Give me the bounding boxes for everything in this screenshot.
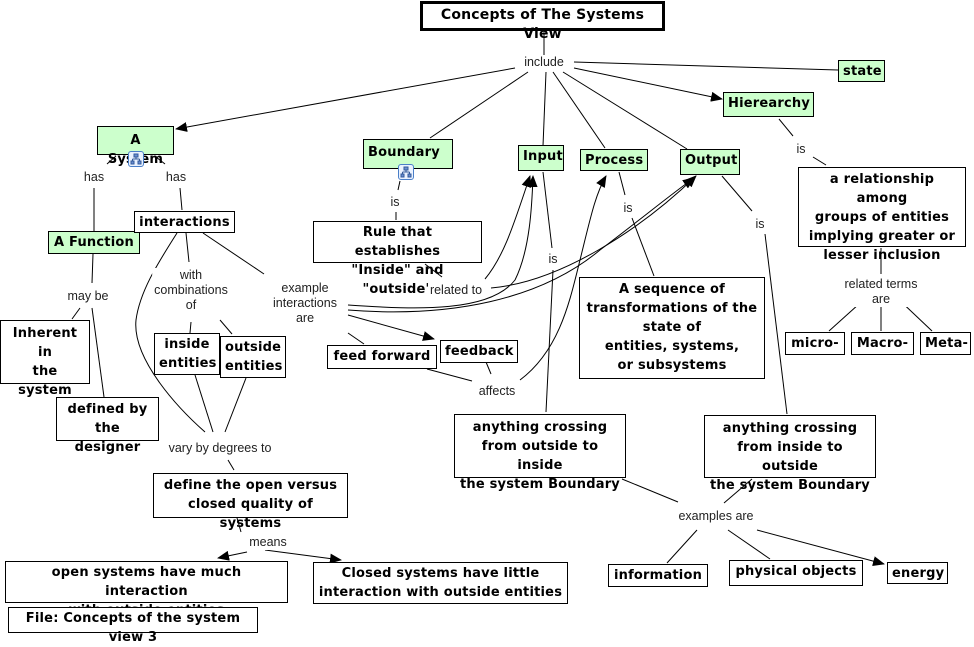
link-example-output	[347, 177, 695, 313]
link-interactions-vary	[135, 232, 206, 433]
phrase-vary-by-degrees[interactable]: vary by degrees to	[166, 441, 274, 456]
link-crossingin-examples	[621, 478, 679, 503]
concept-physical-objects[interactable]: physical objects	[729, 560, 863, 586]
link-include-boundary	[429, 71, 529, 139]
link-examples-physical	[727, 529, 771, 560]
link-is-relationship	[812, 156, 827, 166]
submap-hierarchy-icon[interactable]	[128, 151, 144, 167]
concept-micro[interactable]: micro-	[785, 332, 845, 355]
concept-crossing-in[interactable]: anything crossing from outside to inside…	[454, 414, 626, 492]
concept-rule[interactable]: Rule that establishes "Inside" and "outs…	[313, 221, 482, 297]
concept-crossing-out[interactable]: anything crossing from inside to outside…	[704, 415, 876, 493]
link-define-means	[236, 517, 242, 533]
concept-interactions[interactable]: interactions	[134, 211, 235, 233]
link-related-output	[490, 175, 697, 289]
phrase-related-terms[interactable]: related terms are	[834, 277, 928, 307]
link-inside-vary	[194, 374, 214, 433]
concept-output[interactable]: Output	[680, 149, 740, 175]
link-means-open	[217, 550, 248, 561]
concept-feed-forward[interactable]: feed forward	[327, 345, 437, 369]
concept-state[interactable]: state	[838, 60, 885, 82]
phrase-boundary-is[interactable]: is	[388, 195, 402, 210]
link-asystem-has-left	[106, 155, 117, 165]
concept-meta[interactable]: Meta-	[920, 332, 971, 355]
concept-defined-by-designer[interactable]: defined by the designer	[56, 397, 159, 455]
link-has-interactions	[179, 187, 183, 211]
submap-hierarchy-icon[interactable]	[398, 164, 414, 180]
phrase-output-is[interactable]: is	[753, 217, 767, 232]
phrase-with-combinations[interactable]: with combinations of	[152, 268, 230, 313]
link-with-inside	[189, 321, 192, 334]
concept-open-systems[interactable]: open systems have much interaction with …	[5, 561, 288, 618]
phrase-may-be[interactable]: may be	[65, 289, 111, 304]
link-include-hierarchy	[573, 67, 723, 102]
concept-macro[interactable]: Macro-	[851, 332, 914, 355]
phrase-affects[interactable]: affects	[476, 384, 518, 399]
link-maybe-defined	[91, 307, 105, 398]
concept-inherent[interactable]: Inherent in the system	[0, 320, 90, 398]
link-examples-energy	[756, 529, 885, 566]
phrase-has-left[interactable]: has	[81, 170, 107, 185]
concept-input[interactable]: Input	[518, 145, 564, 171]
concept-process[interactable]: Process	[580, 149, 648, 171]
phrase-include[interactable]: include	[522, 55, 566, 70]
link-include-output	[562, 71, 688, 150]
link-is-crossingin	[545, 269, 554, 413]
link-include-input	[542, 71, 547, 147]
concept-hierarchy[interactable]: Hierearchy	[723, 92, 814, 117]
concept-closed-systems[interactable]: Closed systems have little interaction w…	[313, 562, 568, 604]
link-process-is	[618, 171, 626, 196]
concept-information[interactable]: information	[608, 564, 708, 587]
link-vary-define	[227, 459, 235, 471]
link-include-process	[552, 71, 606, 149]
link-example-feedback	[347, 314, 435, 341]
phrase-input-is[interactable]: is	[546, 252, 560, 267]
concept-process-sequence[interactable]: A sequence of transformations of the sta…	[579, 277, 765, 379]
phrase-hierarchy-is[interactable]: is	[794, 142, 808, 157]
concept-define-open-closed[interactable]: define the open versus closed quality of…	[153, 473, 348, 531]
phrase-means[interactable]: means	[247, 535, 289, 550]
concept-feedback[interactable]: feedback	[440, 340, 518, 363]
link-output-is	[721, 175, 753, 212]
concept-a-function[interactable]: A Function	[48, 231, 140, 254]
link-example-feedforward	[347, 332, 365, 345]
link-outside-vary	[224, 377, 247, 433]
link-include-asystem	[175, 67, 516, 132]
phrase-related-to[interactable]: related to	[427, 283, 485, 298]
file-label: File: Concepts of the system view 3	[8, 607, 258, 645]
link-example-input	[347, 175, 538, 309]
link-feedback-affects	[485, 361, 492, 375]
link-input-is	[542, 171, 553, 249]
link-hierarchy-is	[778, 118, 794, 137]
link-examples-information	[666, 529, 698, 564]
map-title[interactable]: Concepts of The Systems View	[420, 1, 665, 42]
link-related-input	[484, 175, 532, 280]
link-crossingout-examples	[723, 478, 753, 504]
concept-outside-entities[interactable]: outside entities	[220, 336, 286, 378]
link-means-closed	[264, 549, 342, 564]
link-affects-process	[519, 175, 607, 381]
phrase-example-interactions[interactable]: example interactions are	[271, 281, 339, 326]
link-include-state	[573, 61, 839, 71]
link-maybe-inherent	[71, 307, 81, 320]
link-is-crossingout	[764, 233, 788, 415]
concept-energy[interactable]: energy	[887, 562, 948, 584]
phrase-process-is[interactable]: is	[621, 201, 635, 216]
link-feedforward-affects	[426, 368, 473, 382]
link-interactions-with	[185, 232, 190, 263]
link-with-outside	[219, 319, 233, 335]
phrase-examples-are[interactable]: examples are	[676, 509, 756, 524]
link-interactions-example	[202, 232, 265, 275]
concept-inside-entities[interactable]: inside entities	[154, 333, 220, 375]
link-asystem-has-right	[155, 156, 166, 165]
link-afunction-maybe	[91, 253, 94, 284]
link-rule-related	[424, 263, 443, 278]
link-is-sequence	[631, 217, 655, 277]
concept-hierarchy-relationship[interactable]: a relationship among groups of entities …	[798, 167, 966, 263]
link-boundary-is	[397, 180, 401, 191]
phrase-has-right[interactable]: has	[163, 170, 189, 185]
